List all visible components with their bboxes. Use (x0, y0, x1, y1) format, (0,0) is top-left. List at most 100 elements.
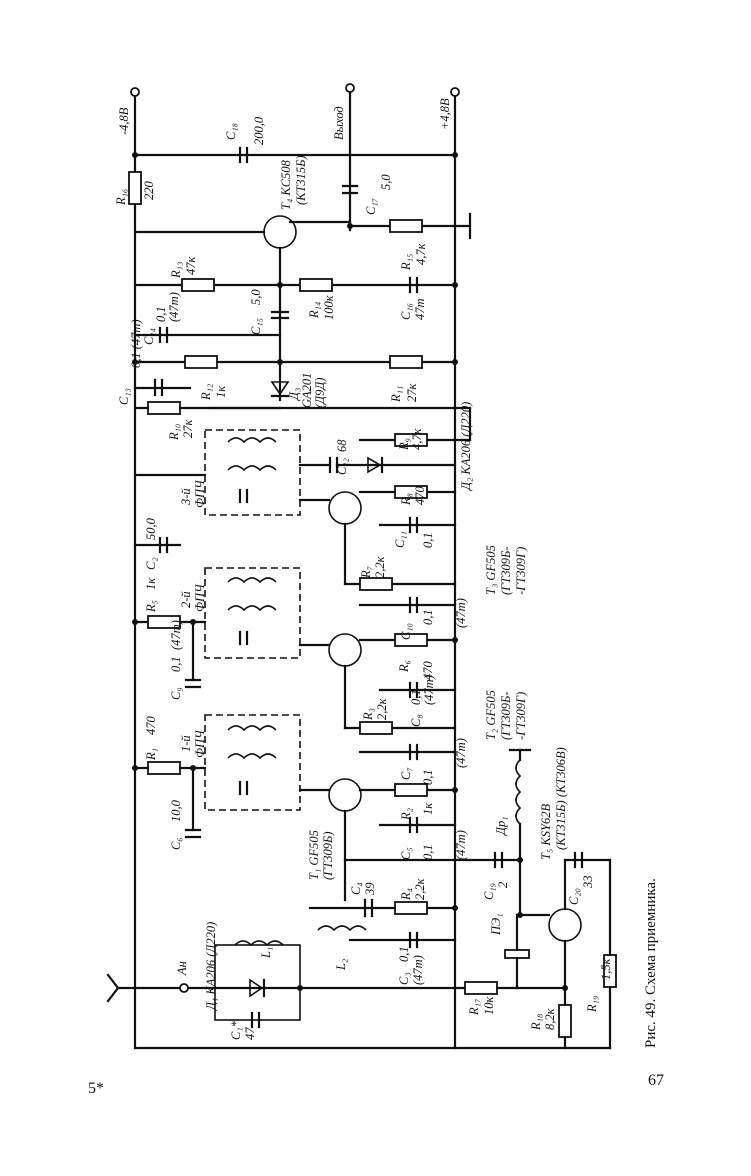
r4-resistor (394, 901, 428, 915)
junction-dot (452, 282, 458, 288)
figure-caption: Рис. 49. Схема приемника. (643, 878, 659, 1048)
t3-alt: (ГТ309Б- (499, 546, 513, 595)
t3-transistor (328, 491, 362, 525)
c9-ref: C₉ (169, 687, 183, 700)
c17-value: 5,0 (379, 174, 393, 190)
junction-dot (562, 985, 568, 991)
t3-alt2: -ГТ309Г) (514, 547, 528, 595)
c13-value: 0,1 (47т) (129, 319, 143, 368)
junction-dot (132, 619, 138, 625)
r11-resistor (389, 355, 423, 369)
r2-ref: R₂ (399, 807, 413, 821)
pos-supply-terminal (450, 87, 460, 97)
r18-ref: R₁₈ (529, 1014, 543, 1031)
c7-value: 0,1 (421, 769, 435, 785)
c16-value: 47т (413, 298, 427, 320)
junction-dot (132, 765, 138, 771)
r11-value: 27к (405, 384, 419, 403)
antenna-terminal (179, 983, 189, 993)
r5-value: 1к (144, 578, 158, 590)
c18-ref: C₁₈ (224, 123, 238, 140)
sheet-mark: 5* (88, 1080, 104, 1097)
r10-ref: R₁₀ (167, 424, 181, 441)
c15-ref: C₁₅ (249, 318, 263, 335)
dr1-ref: Др₁ (494, 816, 508, 836)
c12-ref: C₁₂ (335, 457, 349, 475)
c11-ref: C₁₁ (393, 531, 407, 548)
output-label: Выход (332, 106, 346, 140)
r8-ref: R₈ (399, 493, 413, 506)
neg-supply-terminal (130, 87, 140, 97)
r6-value: 470 (421, 661, 435, 681)
c8-alt: (47т) (422, 675, 436, 705)
r6-ref: R₆ (397, 660, 411, 673)
antenna-ref: Ан (175, 961, 189, 976)
if3-label: 3-й (179, 488, 193, 506)
c8-ref: C₈ (409, 714, 423, 727)
d3-alt: (Д9Д) (313, 378, 327, 408)
c20-value: 33 (581, 876, 595, 890)
d3-value: GA201 (300, 373, 314, 408)
junction-dot (452, 359, 458, 365)
junction-dot (297, 985, 303, 991)
r12-ref: R₁₂ (199, 383, 213, 401)
r15-ref: R₁₅ (399, 254, 413, 271)
t2-ref: T₂ GF505 (484, 690, 498, 740)
r14-ref: R₁₄ (307, 302, 321, 319)
c10-value: 0,1 (421, 609, 435, 625)
c1-value: 47 (243, 1027, 257, 1040)
r10-resistor (147, 401, 181, 415)
c5-ref: C₅ (399, 847, 413, 860)
d3-ref: Д₃ (287, 388, 301, 401)
r13-value: 47к (184, 257, 198, 276)
c6-value: 10,0 (169, 799, 183, 822)
junction-dot (132, 152, 138, 158)
r11-ref: R₁₁ (389, 386, 403, 403)
r3-value: 2,2к (375, 698, 389, 720)
r12-resistor (184, 355, 218, 369)
neg-supply-label: -4,8В (117, 107, 131, 135)
t4-ref: T₄ KC508 (279, 159, 293, 210)
junction-dot (452, 787, 458, 793)
r1-resistor (147, 761, 181, 775)
r16-value: 220 (142, 181, 156, 201)
c13-ref: C₁₃ (117, 388, 131, 405)
r10-value: 27к (181, 420, 195, 439)
if2-filter-box (204, 567, 301, 659)
r6-resistor (394, 633, 428, 647)
r7-ref: R₇ (359, 566, 373, 579)
if2-sub: ФПЧ (193, 583, 207, 612)
junction-dot (452, 152, 458, 158)
t1-alt: (ГТ309Б) (321, 831, 335, 880)
c10-ref: C₁₀ (399, 623, 413, 640)
r13-resistor (181, 278, 215, 292)
r9-value: 4,7к (410, 428, 424, 450)
c14-ref: C₁₄ (142, 328, 156, 345)
r9-ref: R₉ (397, 438, 411, 451)
r3-resistor (359, 721, 393, 735)
if2-coil-1 (227, 577, 277, 584)
c5-value: 0,1 (421, 844, 435, 860)
c17-ref: C₁₇ (364, 198, 378, 215)
junction-dot (517, 857, 523, 863)
r3-ref: R₃ (361, 708, 375, 721)
r7-resistor (359, 577, 393, 591)
c3-value: 0,1 (397, 946, 411, 962)
if1-label: 1-й (179, 735, 193, 752)
junction-dot (277, 282, 283, 288)
r4-value: 2,2к (413, 878, 427, 900)
r2-resistor (394, 783, 428, 797)
l1-coil (234, 940, 284, 947)
if1-coil-1 (227, 725, 277, 732)
r19-resistor (603, 954, 617, 988)
l1-d1-loop (214, 944, 301, 1021)
r1-ref: R₁ (144, 748, 158, 761)
r18-resistor (558, 1004, 572, 1038)
c5-alt: (47т) (454, 830, 468, 860)
c16-ref: C₁₆ (399, 303, 413, 320)
if3-coil-1 (227, 437, 277, 444)
r1-value: 470 (144, 716, 158, 736)
r4-ref: R₄ (399, 888, 413, 901)
